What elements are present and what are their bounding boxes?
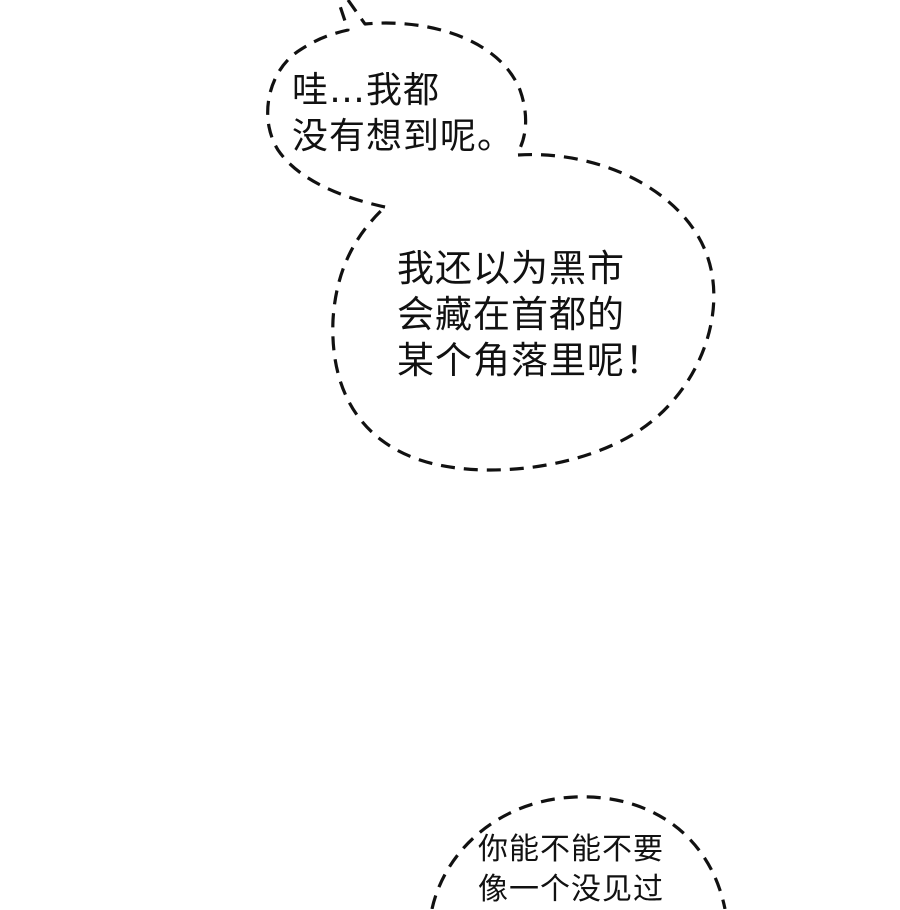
bubble-3-line-1: 你能不能不要 [478,832,664,867]
bubble-2-line-1: 我还以为黑市 [397,247,625,290]
bubble-2-line-2: 会藏在首都的 [397,293,625,336]
bubble-1-outline [266,0,528,209]
bubble-3-line-2: 像一个没见过 [478,872,664,907]
bubble-2-line-3: 某个角落里呢！ [397,339,663,382]
bubble-1-line-2: 没有想到呢。 [292,116,515,157]
bubble-2-text: 我还以为黑市 会藏在首都的 某个角落里呢！ [397,246,663,384]
bubble-3-text: 你能不能不要 像一个没见过 [478,830,664,910]
bubble-3-outline [430,795,727,909]
bubble-1-line-1: 哇…我都 [292,70,441,111]
bubble-1-text: 哇…我都 没有想到呢。 [292,68,514,160]
bubble-2-outline [331,152,716,472]
